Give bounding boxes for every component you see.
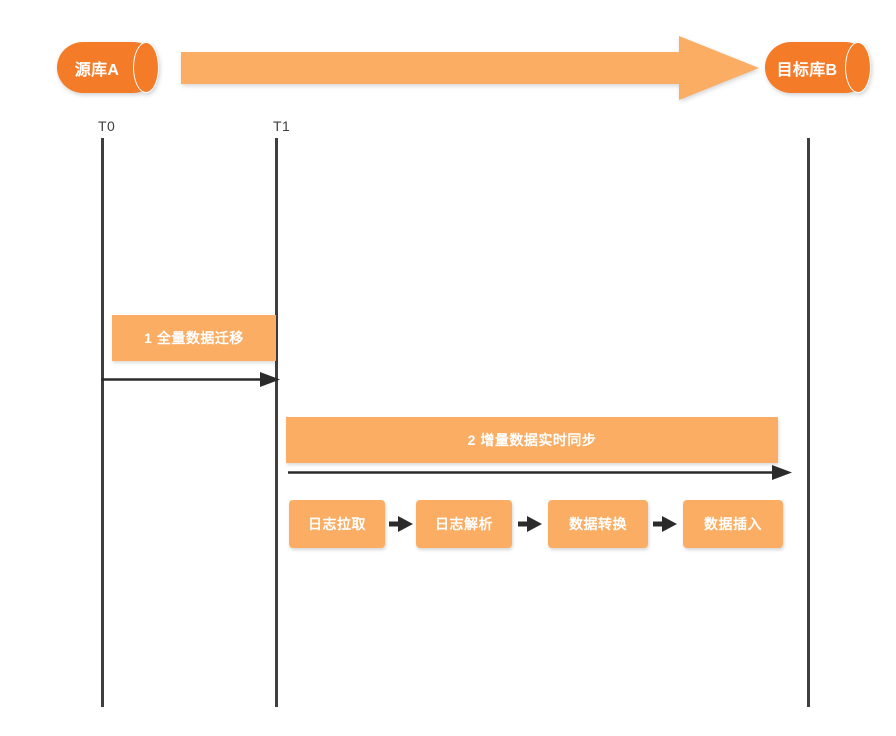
pipeline-step-label: 数据转换 xyxy=(569,516,627,532)
pipeline-step-1[interactable]: 日志拉取 xyxy=(289,500,385,548)
source-database-label: 源库A xyxy=(74,61,120,79)
lifeline-end xyxy=(807,138,810,707)
pipeline-connector-2-icon xyxy=(518,516,542,532)
pipeline-step-2[interactable]: 日志解析 xyxy=(416,500,512,548)
pipeline-step-3[interactable]: 数据转换 xyxy=(548,500,648,548)
phase-bar-label: 2 增量数据实时同步 xyxy=(467,432,597,448)
pipeline-connector-3-icon xyxy=(653,516,677,532)
pipeline-step-label: 日志拉取 xyxy=(308,516,366,532)
lifeline-t0 xyxy=(101,138,104,707)
migration-arrow-icon xyxy=(181,36,759,100)
phase-2-arrow-icon xyxy=(288,465,792,480)
phase-bar-incremental-sync[interactable]: 2 增量数据实时同步 xyxy=(286,417,778,463)
pipeline-step-4[interactable]: 数据插入 xyxy=(683,500,783,548)
lifeline-t1 xyxy=(275,138,278,707)
pipeline-step-label: 数据插入 xyxy=(704,516,762,532)
phase-bar-full-migration[interactable]: 1 全量数据迁移 xyxy=(112,315,276,361)
target-database-node[interactable]: 目标库B xyxy=(765,42,871,93)
target-database-label: 目标库B xyxy=(776,61,838,79)
pipeline-connector-1-icon xyxy=(389,516,413,532)
source-database-node[interactable]: 源库A xyxy=(57,42,159,93)
cylinder-cap xyxy=(133,42,159,93)
timeline-label-t0: T0 xyxy=(98,118,116,134)
pipeline-step-label: 日志解析 xyxy=(435,516,493,532)
timeline-label-t1: T1 xyxy=(273,118,291,134)
phase-1-arrow-icon xyxy=(101,372,280,387)
phase-bar-label: 1 全量数据迁移 xyxy=(144,330,244,346)
cylinder-cap xyxy=(845,42,871,93)
